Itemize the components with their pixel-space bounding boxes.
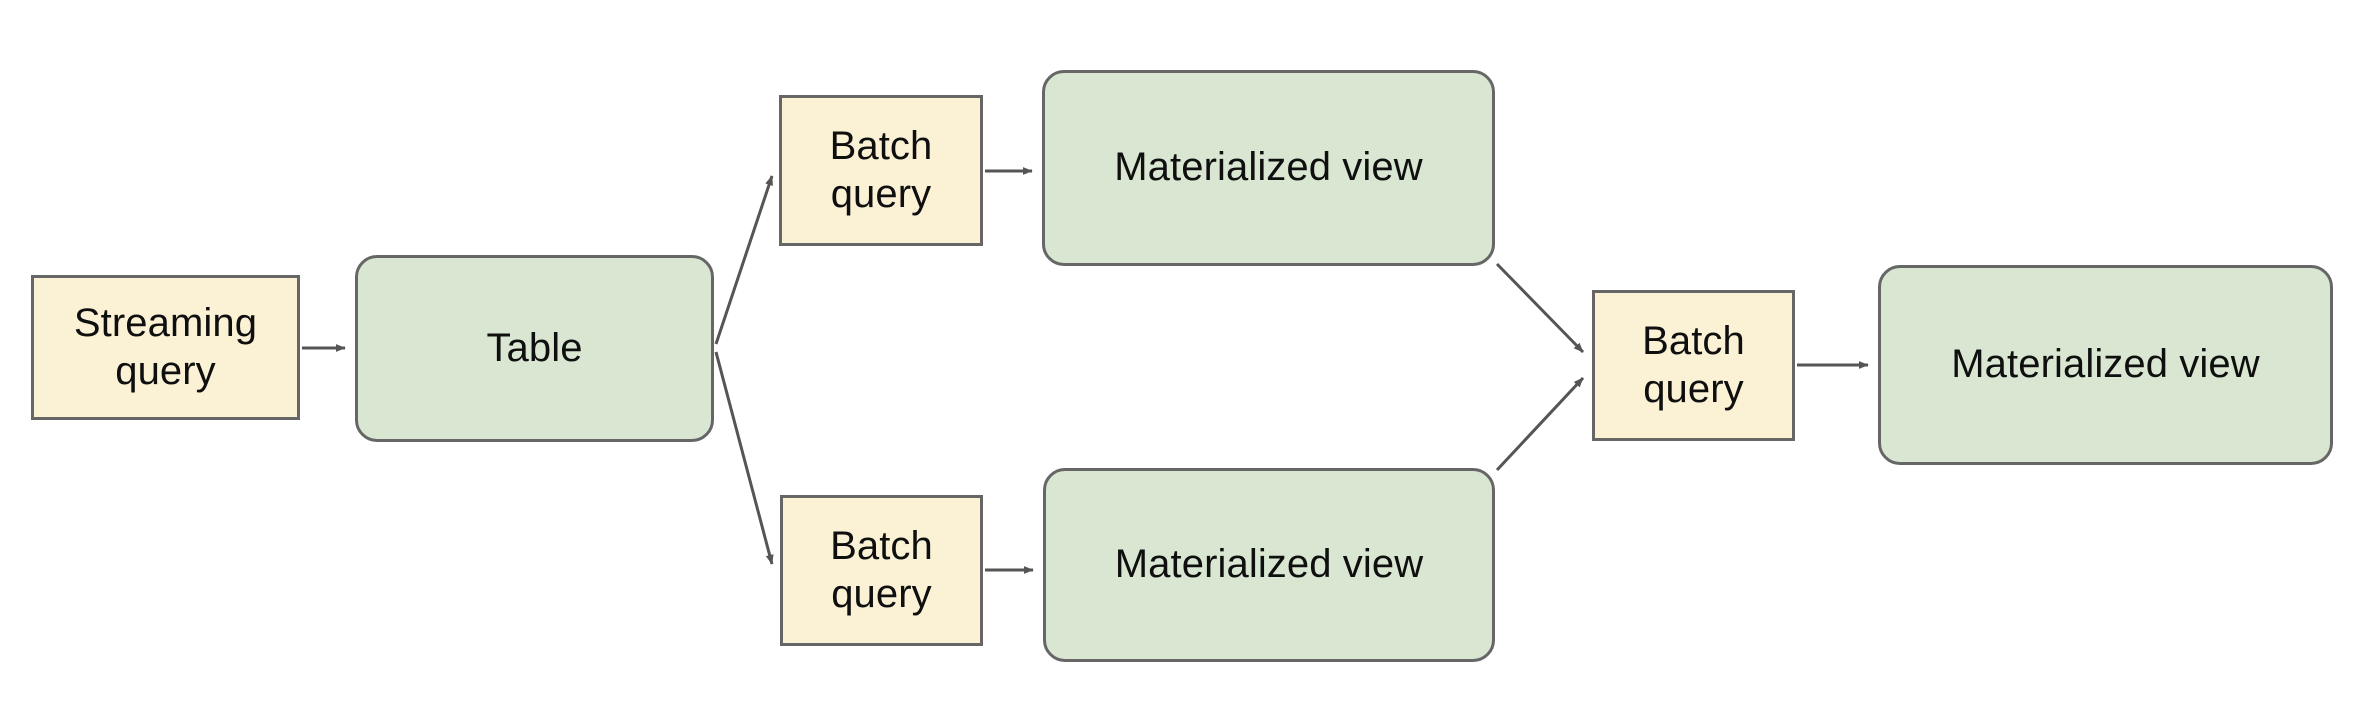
node-materialized-view-bottom[interactable]: Materialized view bbox=[1043, 468, 1495, 662]
node-streaming-query[interactable]: Streaming query bbox=[31, 275, 300, 420]
node-batch-query-merge[interactable]: Batch query bbox=[1592, 290, 1795, 441]
node-materialized-view-final[interactable]: Materialized view bbox=[1878, 265, 2333, 465]
node-batch-query-bottom[interactable]: Batch query bbox=[780, 495, 983, 646]
node-label-batch-query-top: Batch query bbox=[829, 124, 933, 216]
node-label-materialized-view-final: Materialized view bbox=[1951, 342, 2260, 387]
edge-table-to-batch-query-bottom bbox=[714, 351, 774, 565]
edge-materialized-view-bottom-to-batch-query-merge bbox=[1495, 376, 1585, 472]
node-label-table: Table bbox=[486, 325, 583, 370]
node-label-batch-query-bottom: Batch query bbox=[830, 524, 933, 616]
edge-table-to-batch-query-top bbox=[714, 175, 774, 345]
edge-materialized-view-top-to-batch-query-merge bbox=[1495, 262, 1585, 354]
node-batch-query-top[interactable]: Batch query bbox=[779, 95, 983, 246]
node-materialized-view-top[interactable]: Materialized view bbox=[1042, 70, 1495, 266]
node-label-materialized-view-top: Materialized view bbox=[1114, 145, 1423, 190]
node-table[interactable]: Table bbox=[355, 255, 714, 442]
node-label-streaming-query: Streaming query bbox=[73, 301, 258, 393]
node-label-batch-query-merge: Batch query bbox=[1642, 319, 1745, 411]
node-label-materialized-view-bottom: Materialized view bbox=[1114, 542, 1424, 587]
